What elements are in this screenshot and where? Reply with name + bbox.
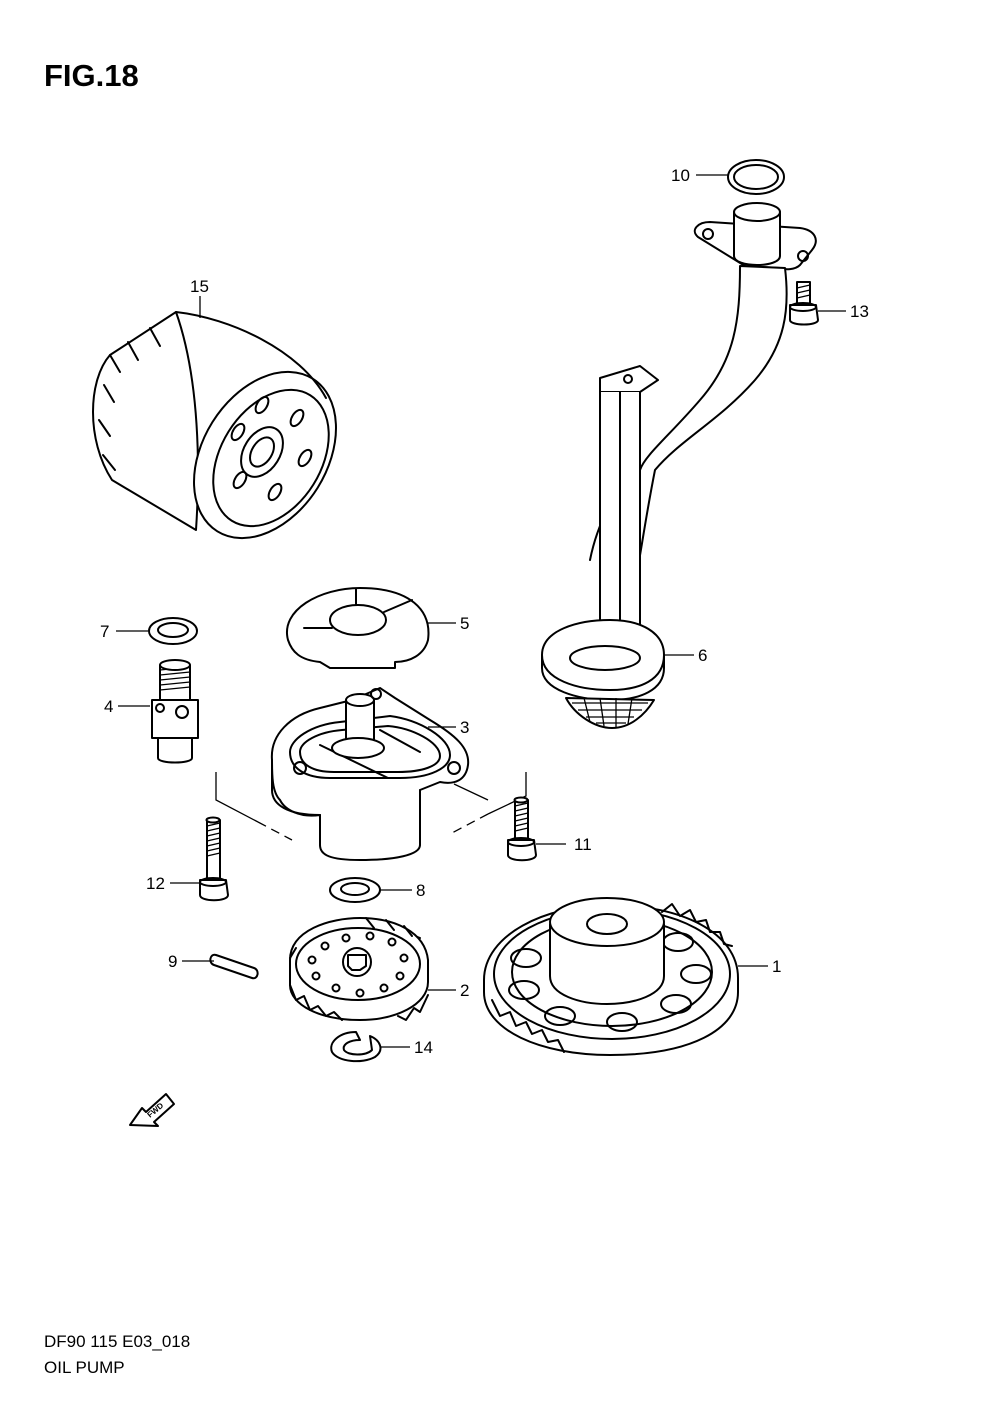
fwd-direction-arrow: FWD [129, 1093, 175, 1127]
part-12-bolt[interactable] [199, 816, 229, 902]
callout-10: 10 [671, 166, 690, 185]
part-11-bolt[interactable] [507, 796, 537, 862]
callout-9: 9 [168, 952, 177, 971]
figure-title: FIG.18 [44, 58, 139, 93]
callout-7: 7 [100, 622, 109, 641]
part-8-washer[interactable] [329, 877, 381, 903]
part-9-pin[interactable] [209, 953, 259, 980]
figure-code: DF90 115 E03_018 [44, 1332, 191, 1351]
part-7-washer[interactable] [148, 617, 198, 645]
callout-4: 4 [104, 697, 113, 716]
part-5-gasket[interactable] [285, 587, 430, 669]
part-6-oil-strainer[interactable] [541, 202, 817, 729]
part-15-oil-filter[interactable] [92, 311, 365, 564]
callout-3: 3 [460, 718, 469, 737]
part-3-oil-pump-case[interactable] [270, 687, 470, 861]
part-2-inner-rotor[interactable] [289, 917, 429, 1021]
assembly-guide-lines [215, 772, 527, 841]
callout-14: 14 [414, 1038, 433, 1057]
callout-8: 8 [416, 881, 425, 900]
callout-15: 15 [190, 277, 209, 296]
figure-name: OIL PUMP [44, 1358, 125, 1377]
callout-13: 13 [850, 302, 869, 321]
callout-11: 11 [574, 835, 592, 854]
part-4-fitting[interactable] [151, 659, 199, 764]
callout-1: 1 [772, 957, 781, 976]
part-13-bolt[interactable] [789, 281, 819, 326]
part-1-driven-gear[interactable] [483, 897, 739, 1056]
part-14-circlip[interactable] [330, 1031, 382, 1063]
callout-12: 12 [146, 874, 165, 893]
callout-6: 6 [698, 646, 707, 665]
callout-5: 5 [460, 614, 469, 633]
callout-2: 2 [460, 981, 469, 1000]
part-10-o-ring[interactable] [727, 159, 785, 195]
